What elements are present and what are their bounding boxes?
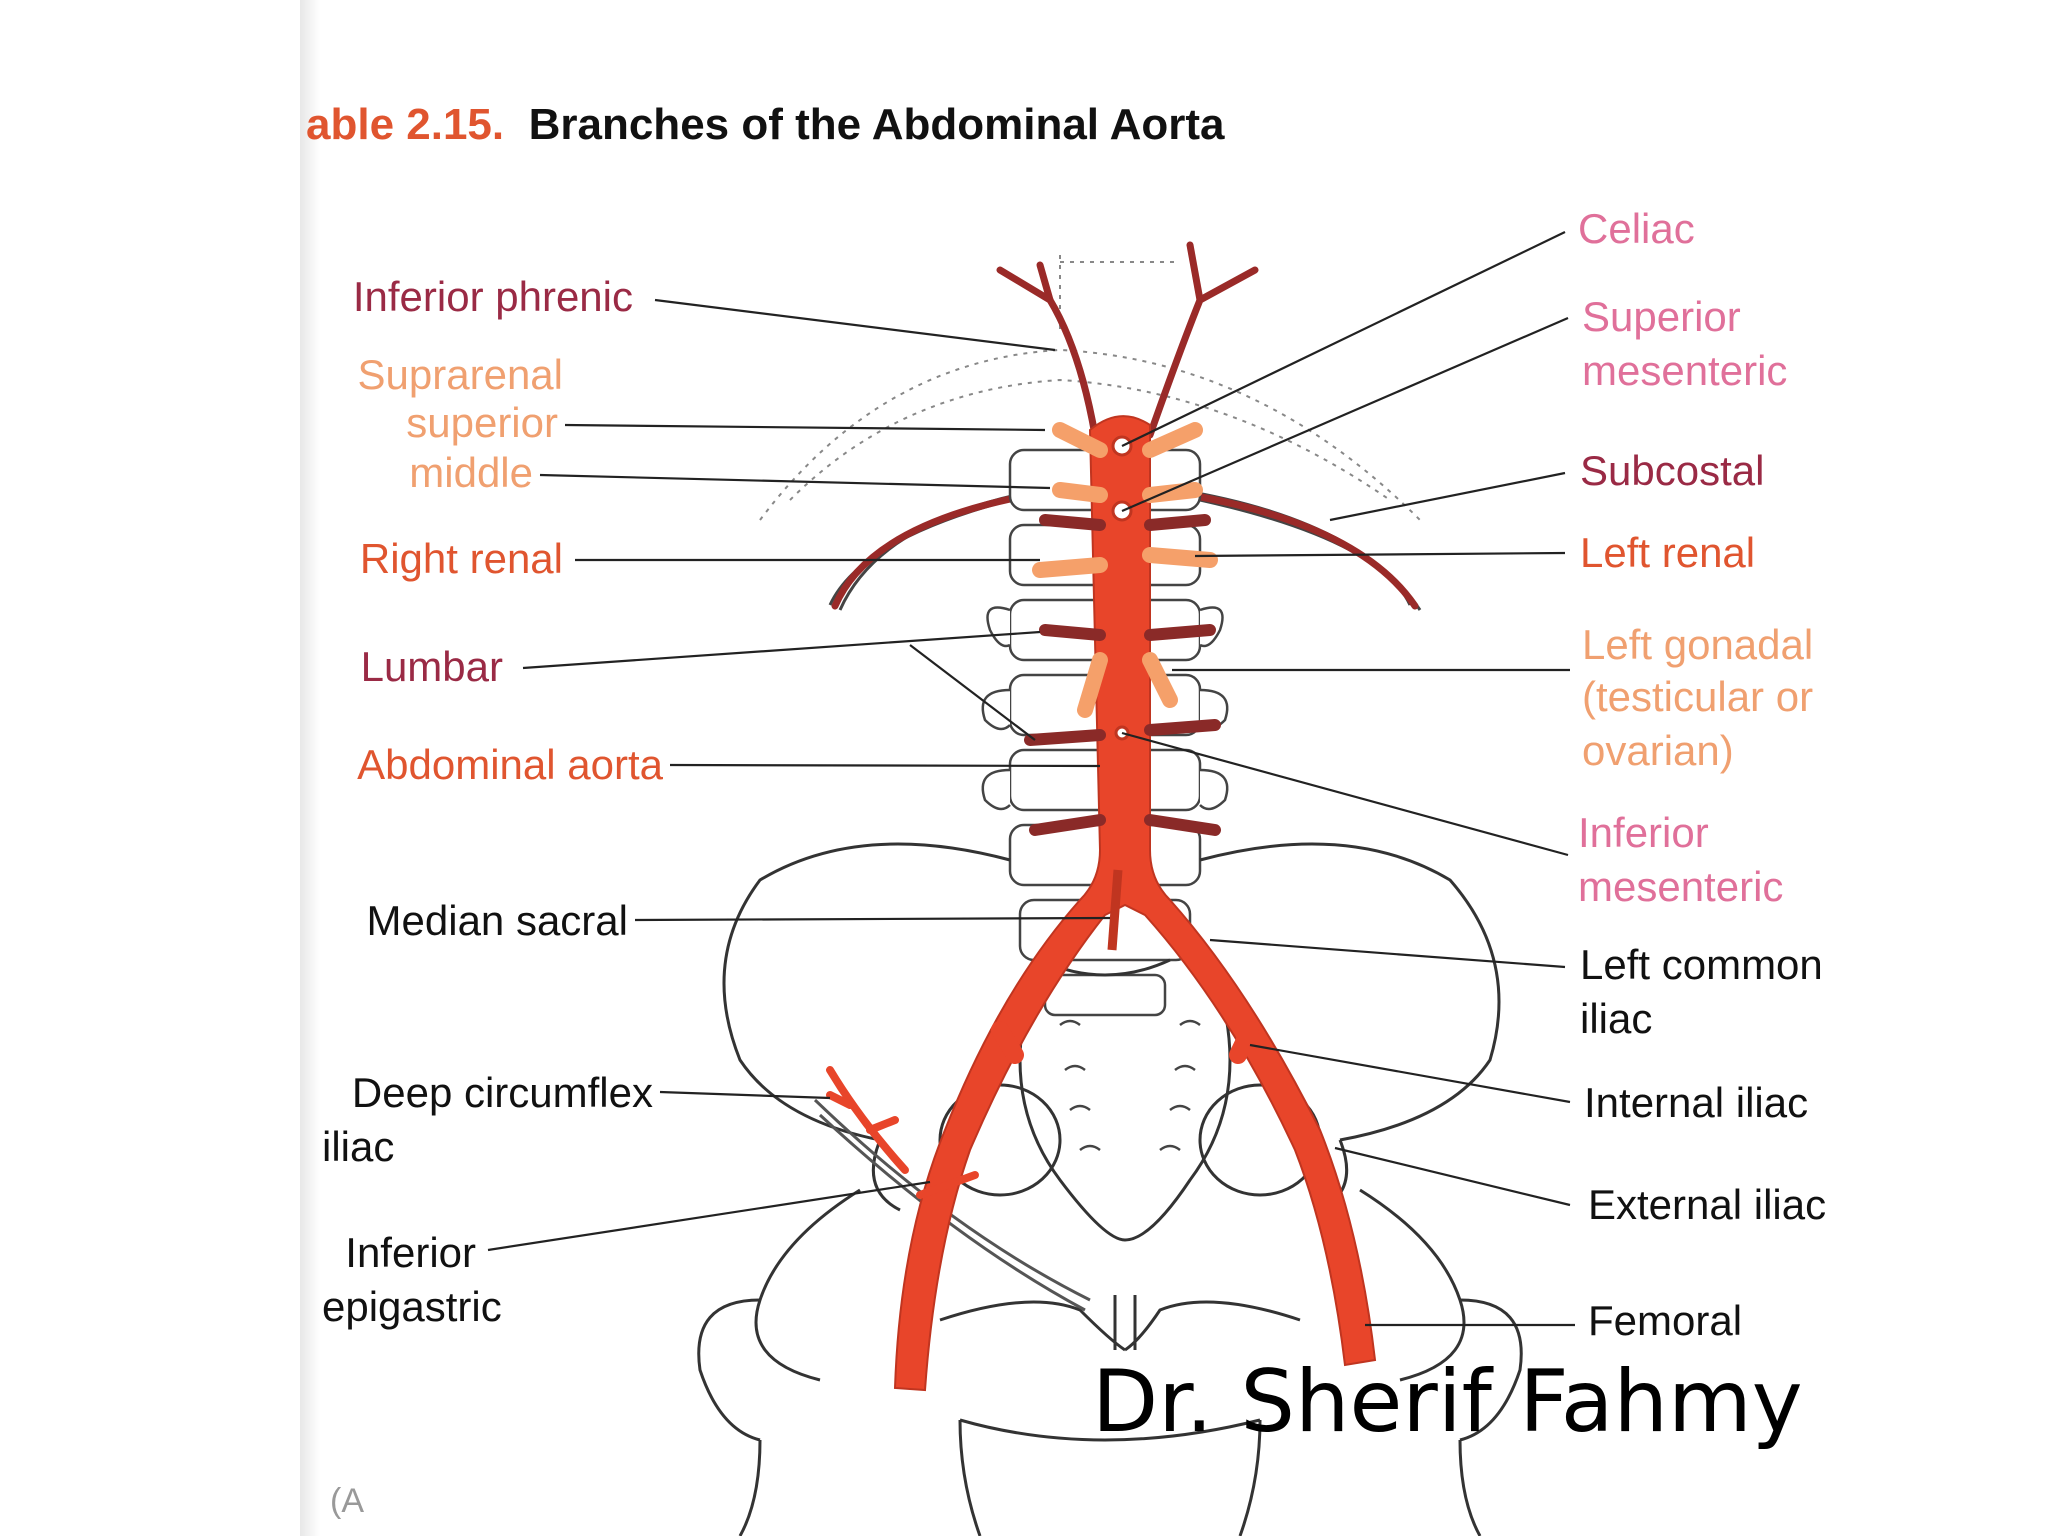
author-watermark: Dr. Sherif Fahmy — [1092, 1352, 1803, 1452]
label-internal-iliac: Internal iliac — [1584, 1079, 1809, 1126]
label-deep-circumflex-iliac: iliac — [322, 1123, 395, 1170]
sacral-foramina — [1059, 1019, 1201, 1152]
label-inferior-mesenteric: Inferior — [1578, 809, 1709, 856]
deep-circumflex-iliac — [826, 1066, 979, 1199]
label-superior-mesenteric: Superior — [1582, 293, 1741, 340]
table-title: able 2.15. Branches of the Abdominal Aor… — [306, 100, 1225, 150]
label-median-sacral: Median sacral — [366, 897, 628, 944]
label-superior-mesenteric-2: mesenteric — [1582, 347, 1788, 394]
label-inferior-phrenic: Inferior phrenic — [352, 273, 633, 320]
table-number: able 2.15. — [306, 100, 505, 149]
label-left-gonadal: Left gonadal — [1582, 621, 1814, 668]
label-left-common-iliac: Left common — [1580, 941, 1823, 988]
label-abdominal-aorta: Abdominal aorta — [357, 741, 663, 788]
inferior-phrenic-arteries — [996, 241, 1259, 439]
label-subcostal: Subcostal — [1580, 447, 1765, 494]
table-heading: Branches of the Abdominal Aorta — [528, 100, 1225, 149]
label-suprarenal: Suprarenal — [357, 351, 563, 398]
label-left-gonadal-3: ovarian) — [1582, 727, 1734, 774]
label-left-renal: Left renal — [1580, 529, 1756, 576]
label-external-iliac: External iliac — [1588, 1181, 1827, 1228]
leader-lines — [487, 231, 1575, 1327]
label-inferior-epigastric-2: epigastric — [322, 1283, 502, 1330]
median-sacral-artery — [1107, 869, 1123, 951]
subcostal-arteries — [831, 491, 1419, 610]
lumbar-arteries — [1024, 514, 1221, 836]
internal-iliac-arteries — [991, 1021, 1259, 1064]
label-femoral: Femoral — [1588, 1297, 1743, 1344]
label-lumbar: Lumbar — [360, 643, 503, 690]
label-left-gonadal-2: (testicular or — [1582, 673, 1814, 720]
label-superior: superior — [406, 399, 558, 446]
label-celiac: Celiac — [1578, 205, 1695, 252]
label-inferior-mesenteric-2: mesenteric — [1578, 863, 1784, 910]
peach-branches — [1032, 422, 1218, 718]
label-right-renal: Right renal — [359, 535, 563, 582]
aorta — [893, 415, 1377, 1392]
label-left-common-iliac-2: iliac — [1580, 995, 1653, 1042]
label-deep-circumflex: Deep circumflex — [351, 1069, 653, 1116]
page-edge-shadow — [300, 0, 320, 1536]
label-inferior-epigastric: Inferior — [345, 1229, 476, 1276]
panel-letter: (A — [330, 1482, 364, 1520]
label-middle: middle — [409, 449, 533, 496]
